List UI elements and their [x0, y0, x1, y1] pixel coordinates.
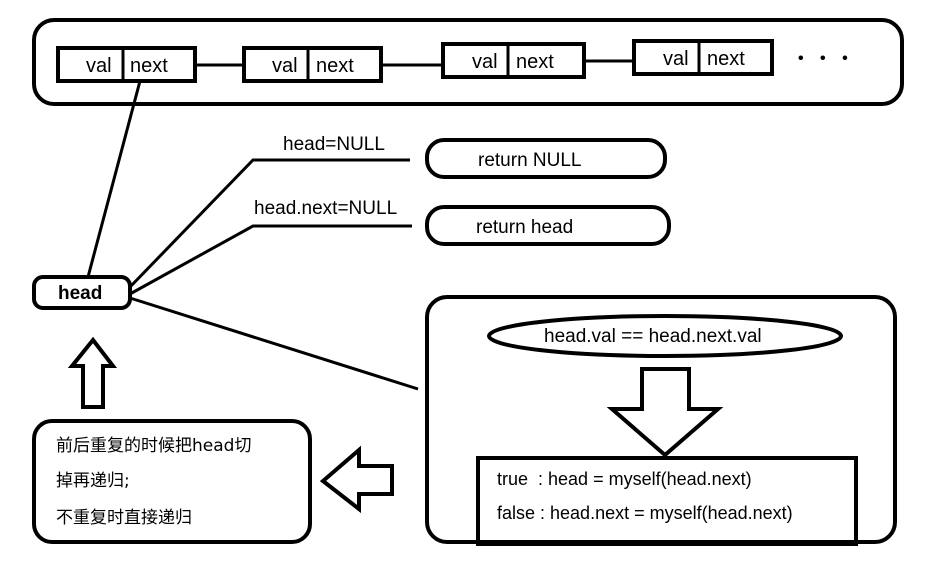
return-null-box: [425, 138, 667, 179]
return-head-text: return head: [476, 217, 573, 238]
note-box: [32, 419, 312, 544]
branch-single-condition: head.next=NULL: [254, 198, 397, 219]
return-head-box: [425, 205, 671, 246]
list-node-2: val next: [242, 46, 383, 83]
compare-condition-ellipse: [487, 314, 843, 358]
head-box: head: [32, 275, 132, 310]
return-null-text: return NULL: [478, 150, 582, 171]
list-node-3: val next: [441, 42, 586, 79]
node-1-next: next: [130, 55, 168, 77]
note-line-2: 掉再递归;: [56, 471, 130, 491]
up-arrow: [67, 336, 118, 409]
result-box: [476, 456, 858, 546]
false-branch-text: false : head.next = myself(head.next): [497, 503, 793, 523]
node-3-val: val: [472, 51, 498, 73]
note-line-1: 前后重复的时候把head切: [56, 436, 251, 456]
down-arrow: [606, 367, 724, 458]
list-ellipsis: • • •: [798, 50, 854, 67]
branch-single-line: [129, 224, 412, 296]
node-3-next: next: [516, 51, 554, 73]
compare-condition-text: head.val == head.next.val: [544, 326, 762, 347]
linked-list-container: [32, 18, 904, 106]
node-4-val: val: [663, 48, 689, 70]
node-2-val: val: [272, 55, 298, 77]
branch-compare-line: [129, 296, 419, 391]
branch-null-condition: head=NULL: [283, 134, 385, 155]
true-branch-text: true : head = myself(head.next): [497, 469, 752, 489]
list-node-1: val next: [56, 46, 197, 83]
list-node-4: val next: [632, 39, 774, 76]
node-to-head-connector: [86, 80, 142, 278]
head-label: head: [58, 283, 102, 304]
node-1-val: val: [86, 55, 112, 77]
note-line-3: 不重复时直接递归: [56, 508, 192, 528]
branch-null-line: [128, 158, 410, 289]
node-2-next: next: [316, 55, 354, 77]
left-arrow: [319, 445, 394, 514]
node-4-next: next: [707, 48, 745, 70]
